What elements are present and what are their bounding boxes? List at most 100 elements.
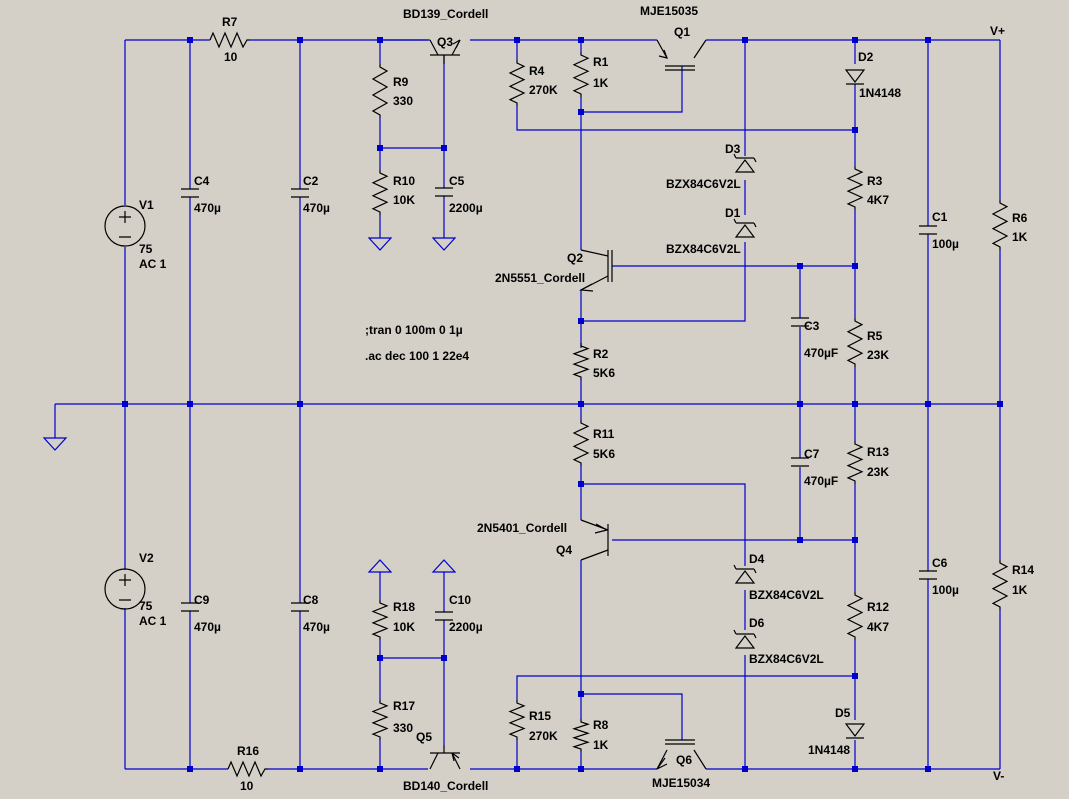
model-label: 1N4148 bbox=[859, 86, 901, 100]
value-label: 330 bbox=[393, 94, 413, 108]
value-label: 1K bbox=[593, 76, 609, 90]
ref-label: D6 bbox=[749, 616, 765, 630]
ref-label: R16 bbox=[237, 744, 259, 758]
value-label: 23K bbox=[867, 348, 889, 362]
transistors bbox=[429, 39, 707, 770]
value-label: 75 bbox=[139, 599, 153, 613]
junction-dot bbox=[122, 401, 128, 407]
value-label: 2200µ bbox=[449, 620, 483, 634]
junction-dot bbox=[514, 766, 520, 772]
ref-label: D1 bbox=[725, 206, 741, 220]
transistor-q5-icon bbox=[429, 745, 461, 770]
junction-dot bbox=[742, 37, 748, 43]
ref-label: V1 bbox=[139, 198, 154, 212]
capacitor-icon bbox=[919, 570, 937, 580]
voltage-source-icon bbox=[104, 205, 146, 247]
transistor-q3-icon bbox=[429, 39, 461, 64]
ref-label: R6 bbox=[1012, 211, 1028, 225]
value-label: 4K7 bbox=[867, 620, 889, 634]
value-label: 10 bbox=[224, 50, 238, 64]
wires bbox=[54, 39, 1001, 770]
junction-dot bbox=[441, 655, 447, 661]
ref-label: C8 bbox=[303, 593, 319, 607]
voltage-source-icon bbox=[104, 568, 146, 610]
capacitor-icon bbox=[291, 188, 309, 198]
value-label: 470µ bbox=[194, 201, 221, 215]
ref-label: R8 bbox=[593, 718, 609, 732]
model-label: BZX84C6V2L bbox=[749, 588, 824, 602]
ground-icon bbox=[42, 437, 68, 451]
junction-dot bbox=[852, 37, 858, 43]
capacitor-icon bbox=[435, 611, 453, 621]
resistor-icon bbox=[572, 719, 590, 752]
ref-label: R15 bbox=[529, 709, 551, 723]
resistor-icon bbox=[371, 700, 389, 740]
junction-dot bbox=[852, 673, 858, 679]
ref-label: C10 bbox=[449, 593, 471, 607]
model-label: 2N5401_Cordell bbox=[477, 521, 567, 535]
ref-label: R2 bbox=[593, 347, 609, 361]
capacitor-icon bbox=[435, 187, 453, 197]
junction-dot bbox=[852, 263, 858, 269]
zener-d4-icon bbox=[733, 564, 757, 584]
plus-sign bbox=[119, 211, 131, 238]
junctions bbox=[122, 37, 1003, 772]
ref-label: C2 bbox=[303, 174, 319, 188]
ref-label: R11 bbox=[593, 427, 615, 441]
resistor-icon bbox=[508, 700, 526, 740]
ref-label: D4 bbox=[749, 552, 765, 566]
ground-icon bbox=[367, 237, 393, 251]
zener-d3-icon bbox=[733, 153, 757, 173]
junction-dot bbox=[852, 127, 858, 133]
ref-label: Q2 bbox=[567, 251, 583, 265]
resistor-icon bbox=[846, 441, 864, 484]
capacitor-icon bbox=[181, 602, 199, 612]
ref-label: Q3 bbox=[437, 35, 453, 49]
value-label: 470µ bbox=[303, 201, 330, 215]
ref-label: R10 bbox=[393, 174, 415, 188]
ref-label: D5 bbox=[835, 706, 851, 720]
junction-dot bbox=[187, 37, 193, 43]
model-label: MJE15034 bbox=[652, 776, 710, 790]
junction-dot bbox=[997, 401, 1003, 407]
ref-label: Q6 bbox=[676, 753, 692, 767]
resistor-icon bbox=[508, 60, 526, 106]
junction-dot bbox=[297, 401, 303, 407]
junction-dot bbox=[377, 37, 383, 43]
wire bbox=[612, 265, 855, 540]
resistor-icon bbox=[227, 760, 268, 778]
junction-dot bbox=[578, 481, 584, 487]
ref-label: V2 bbox=[139, 551, 154, 565]
junction-dot bbox=[297, 766, 303, 772]
model-label: BZX84C6V2L bbox=[666, 242, 741, 256]
net-label: V- bbox=[993, 769, 1004, 783]
model-label: BD139_Cordell bbox=[403, 7, 488, 21]
ref-label: C9 bbox=[194, 593, 210, 607]
resistor-icon bbox=[846, 166, 864, 210]
resistor-icon bbox=[371, 170, 389, 215]
spice-directive: ;tran 0 100m 0 1µ bbox=[365, 323, 463, 337]
vertical-resistors bbox=[371, 52, 1009, 752]
model-label: BZX84C6V2L bbox=[666, 177, 741, 191]
junction-dot bbox=[925, 401, 931, 407]
model-label: BZX84C6V2L bbox=[749, 652, 824, 666]
resistor-icon bbox=[572, 420, 590, 466]
value-label: 470µF bbox=[804, 346, 838, 360]
resistor-icon bbox=[572, 52, 590, 97]
resistor-icon bbox=[209, 31, 250, 49]
ref-label: R9 bbox=[393, 75, 409, 89]
junction-dot bbox=[377, 766, 383, 772]
junction-dot bbox=[797, 537, 803, 543]
value-label: 5K6 bbox=[593, 366, 615, 380]
junction-dot bbox=[578, 691, 584, 697]
junction-dot bbox=[852, 766, 858, 772]
ref-label: R14 bbox=[1012, 563, 1034, 577]
ref-label: D2 bbox=[858, 50, 874, 64]
ref-label: C4 bbox=[194, 174, 210, 188]
diode-d5-icon bbox=[844, 723, 866, 739]
resistor-icon bbox=[991, 560, 1009, 610]
junction-dot bbox=[514, 37, 520, 43]
ref-label: R5 bbox=[867, 329, 883, 343]
junction-dot bbox=[797, 401, 803, 407]
